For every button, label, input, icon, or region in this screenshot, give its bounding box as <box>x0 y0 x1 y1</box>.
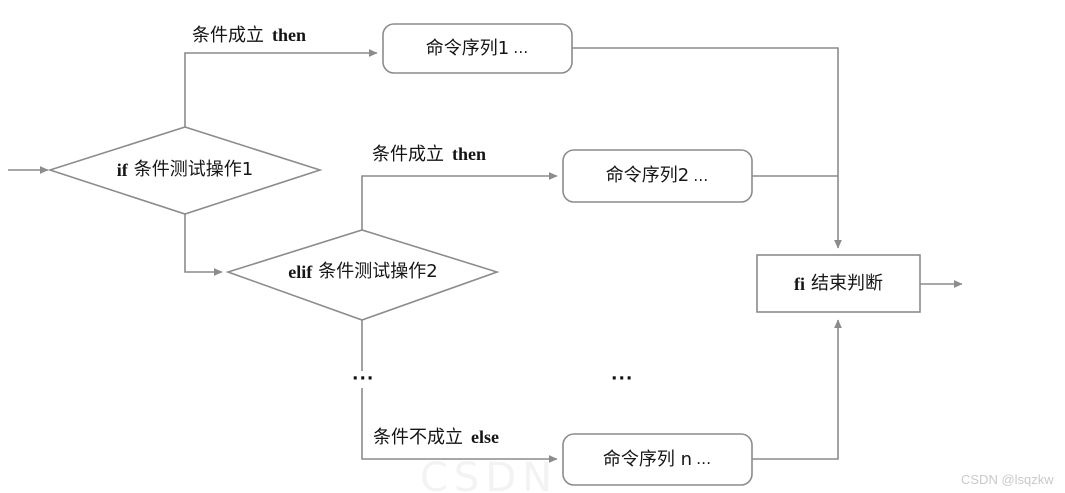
node-cmd1-box <box>382 23 573 74</box>
edge-if-true <box>184 49 378 127</box>
edge-label-else-false: 条件不成立 else <box>373 428 499 447</box>
edge-label-if-true: 条件成立 then <box>192 26 306 45</box>
node-cmdn-box <box>562 433 753 486</box>
elif-true-condition: 条件成立 <box>372 144 444 165</box>
ghost-watermark: CSDN <box>420 455 559 493</box>
edge-cmdn-to-fi <box>752 319 842 460</box>
edge-label-elif-true: 条件成立 then <box>372 145 486 164</box>
node-elif-diamond <box>225 229 500 321</box>
edge-cmd1-to-fi <box>572 47 842 249</box>
node-fi-box <box>756 254 921 313</box>
edge-elif-true <box>361 172 558 230</box>
if-true-condition: 条件成立 <box>192 25 264 46</box>
node-if-diamond <box>47 126 323 215</box>
elif-true-keyword: then <box>452 144 487 164</box>
edge-if-false <box>184 214 223 276</box>
csdn-watermark: CSDN @lsqzkw <box>961 472 1054 487</box>
ellipsis-branch-vertical: ··· <box>350 369 377 389</box>
else-false-keyword: else <box>471 427 499 447</box>
if-true-keyword: then <box>272 25 307 45</box>
node-cmd2-box <box>562 149 753 203</box>
ellipsis-branch-middle: ··· <box>609 369 636 389</box>
else-false-condition: 条件不成立 <box>373 427 463 448</box>
edge-elif-false <box>361 320 558 463</box>
